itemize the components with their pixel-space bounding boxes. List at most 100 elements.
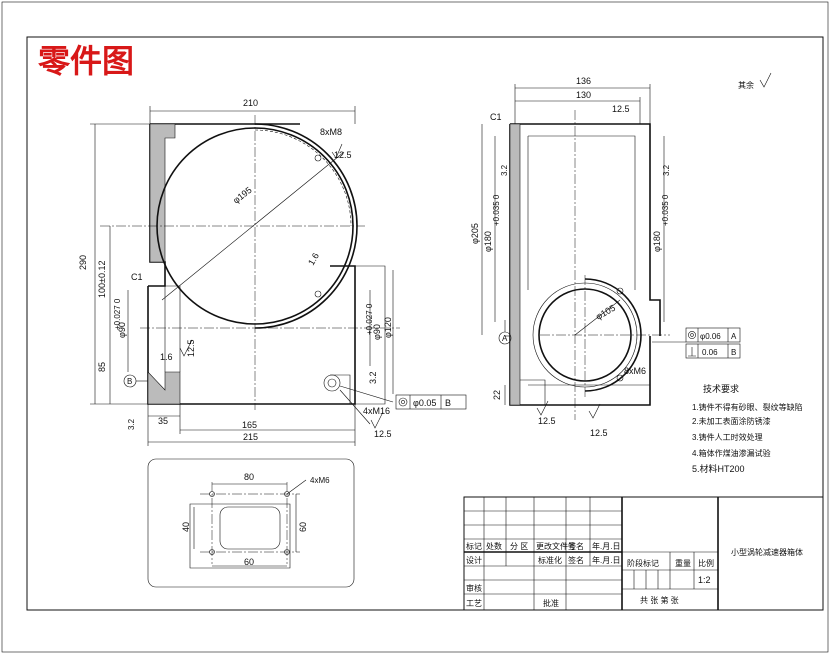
front-rough-symbol-2	[179, 339, 193, 357]
tb-zone: 分 区	[510, 542, 528, 551]
side-tol1-value: φ0.06	[700, 332, 721, 341]
side-datum-a-label: A	[502, 334, 508, 343]
tb-weight-label: 重量	[675, 558, 691, 568]
detail-dim-60-label: 60	[244, 557, 254, 567]
tb-sign-2: 签名	[568, 555, 584, 565]
front-bolt-hole-outer	[323, 374, 341, 392]
front-hole-top	[314, 154, 322, 162]
side-view	[481, 72, 772, 420]
tb-design: 设计	[466, 555, 482, 565]
detail-dim-40-label: 40	[181, 522, 191, 532]
detail-holes-label: 4xM6	[310, 476, 330, 485]
front-tol-value: φ0.05	[413, 398, 436, 408]
side-d180b-tol: +0.035 0	[661, 194, 670, 226]
front-wall-hatch-bottom	[147, 371, 181, 405]
side-slope-a: 3.2	[500, 164, 509, 176]
tb-sign-1: 签名	[568, 541, 584, 551]
tech-heading: 技术要求	[703, 383, 739, 394]
front-slope-label: 3.2	[127, 418, 136, 430]
front-hole-bottom	[314, 290, 322, 298]
tb-standard: 标准化	[538, 555, 562, 565]
other-rough-symbol	[759, 72, 772, 88]
front-chamfer-label: C1	[131, 272, 143, 282]
side-rough-2: 12.5	[590, 428, 608, 438]
side-holes-label: 8xM6	[624, 366, 646, 376]
front-diameter-leader	[161, 151, 345, 301]
detail-window	[219, 506, 281, 550]
front-phi90-right-label: φ90	[372, 324, 382, 340]
tb-mark: 标记	[466, 541, 482, 551]
side-dim-136-label: 136	[576, 76, 591, 86]
front-rough-symbol-1	[331, 143, 343, 159]
front-inner-arc	[254, 129, 352, 227]
tb-scale-value: 1:2	[698, 575, 711, 585]
front-tol-datum: B	[445, 398, 451, 408]
front-phi90-tol: +0.027 0	[113, 298, 122, 330]
front-outline	[147, 123, 356, 405]
front-holes-bottom-label: 4xM16	[363, 406, 390, 416]
side-d105-leader	[574, 299, 621, 336]
side-base-step	[520, 379, 546, 405]
tb-date-1: 年.月.日	[592, 541, 620, 551]
front-rough-32: 3.2	[368, 371, 378, 384]
front-datum-b-label: B	[127, 377, 132, 386]
side-hole-1	[616, 287, 624, 295]
front-rough-16b: 1.6	[306, 251, 321, 267]
front-rough-1: 12.5	[334, 150, 352, 160]
tb-change-doc: 更改文件号	[536, 541, 576, 551]
front-bolt-hole-inner	[327, 378, 337, 388]
sheet-inner-border	[26, 36, 824, 611]
side-dim-130-label: 130	[576, 90, 591, 100]
side-d180a-label: φ180	[483, 231, 493, 252]
front-phi90-label: φ90	[117, 322, 127, 338]
side-d205-label: φ205	[470, 223, 480, 244]
detail-view	[147, 458, 355, 588]
front-rough-symbol-3	[370, 411, 384, 429]
front-bore-step	[148, 285, 181, 372]
detail-dim-60h-label: 60	[298, 522, 308, 532]
tech-item-3: 3.铸件人工时效处理	[692, 432, 763, 442]
front-boss	[355, 265, 386, 405]
side-wall-hatch	[509, 123, 521, 406]
side-d105-label: φ105	[594, 303, 617, 322]
front-dim-290-label: 290	[78, 255, 88, 270]
title-block-lines	[463, 496, 824, 611]
front-phi90-right-tol: +0.027 0	[365, 303, 374, 335]
side-hole-2	[616, 374, 624, 382]
front-dim-100-label: 100±0.12	[97, 261, 107, 298]
side-tol1-datum: A	[731, 332, 737, 341]
tb-date-2: 年.月.日	[592, 555, 620, 565]
front-rough-2: 12.5	[186, 339, 196, 357]
tb-sheet: 共 张 第 张	[640, 595, 679, 605]
front-4xm16-leader	[339, 389, 371, 425]
front-holes-label: 8xM8	[320, 127, 342, 137]
detail-frame	[147, 458, 355, 588]
tb-review: 审核	[466, 583, 482, 593]
tb-scale-label: 比例	[698, 558, 714, 568]
front-rough-16a: 1.6	[160, 352, 173, 362]
side-rough-symbol-1	[536, 400, 549, 416]
side-slope-b: 3.2	[662, 164, 671, 176]
side-dim-22-label: 22	[492, 390, 502, 400]
side-chamfer-label: C1	[490, 112, 502, 122]
side-rough-1: 12.5	[538, 416, 556, 426]
tech-item-2: 2.未加工表面涂防锈漆	[692, 416, 771, 426]
tech-item-1: 1.铸件不得有砂眼、裂纹等缺陷	[692, 402, 803, 412]
drawing-title: 零件图	[38, 42, 134, 80]
other-rough-label: 其余	[738, 80, 754, 90]
front-boss-step	[330, 374, 351, 404]
side-d180b-label: φ180	[652, 231, 662, 252]
tb-stage-label: 阶段标记	[627, 558, 659, 568]
side-tolerance-frames	[685, 327, 741, 359]
front-rough-3: 12.5	[374, 429, 392, 439]
front-dim-210-label: 210	[243, 98, 258, 108]
tb-process: 工艺	[466, 599, 482, 608]
front-dim-35-label: 35	[158, 416, 168, 426]
tb-count: 处数	[486, 541, 502, 551]
front-tol-leader	[339, 385, 394, 403]
side-rough-top: 12.5	[612, 104, 630, 114]
front-phi195-label: φ195	[231, 185, 254, 206]
front-tolerance-frame	[395, 394, 467, 410]
